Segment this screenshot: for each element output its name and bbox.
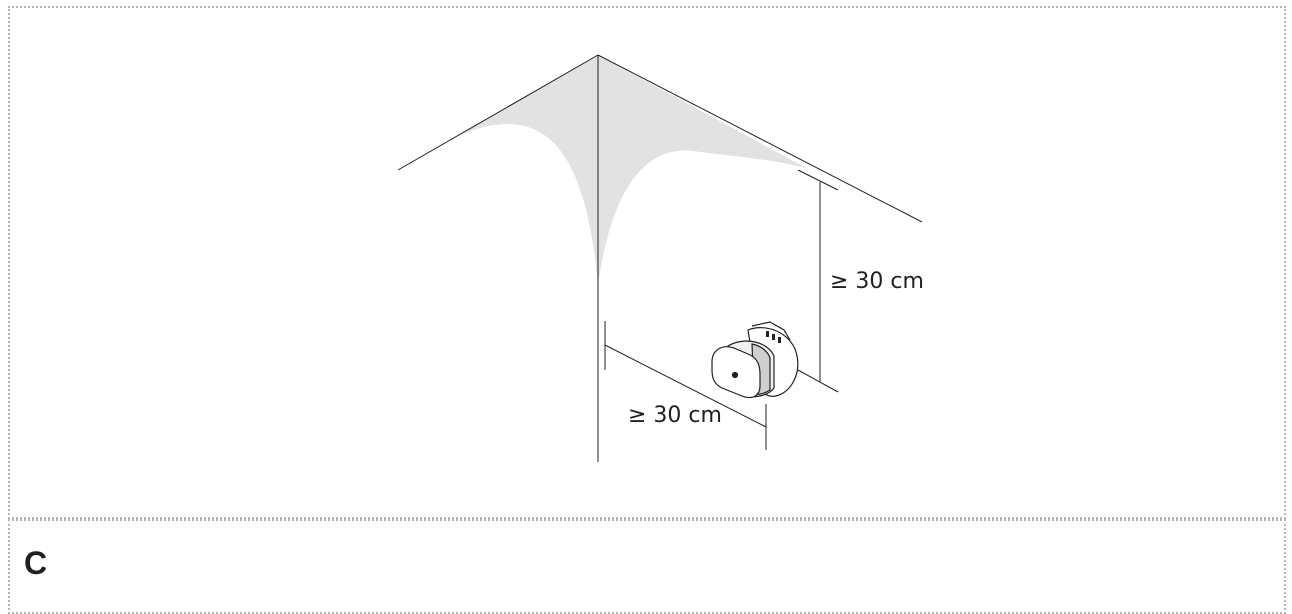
panel-letter: C [24, 545, 48, 581]
wall-clearance-dimension [604, 321, 767, 450]
wall-clearance-label: ≥ 30 cm [628, 403, 722, 428]
ceiling-clearance-label: ≥ 30 cm [830, 269, 924, 294]
room-corner-lines [397, 54, 923, 462]
wall-mounted-device-icon [711, 321, 799, 399]
ceiling-clearance-dimension [797, 169, 839, 393]
caption-panel [8, 519, 1286, 614]
ceiling-left-edge [397, 54, 599, 171]
ceiling-right-edge [597, 54, 923, 223]
corner-shaded-zone [455, 55, 810, 285]
